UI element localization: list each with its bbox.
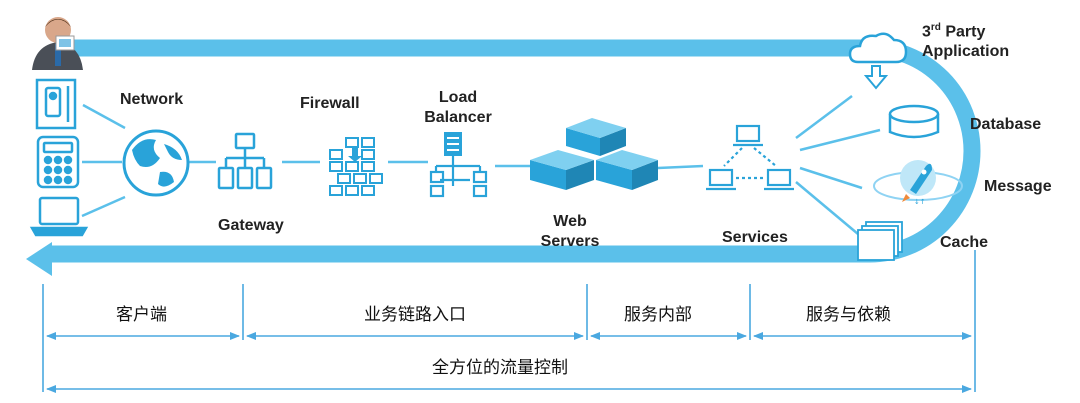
section-business-entry-label: 业务链路入口 (364, 305, 466, 325)
connection-lines (81, 95, 881, 235)
dimension-lines (42, 250, 976, 393)
section-service-internal-label: 服务内部 (624, 305, 692, 325)
cache-label: Cache (940, 234, 989, 251)
calculator-icon (36, 135, 80, 189)
laptop-icon (29, 196, 89, 237)
message-icon: ↓↑ (873, 160, 963, 206)
load-balancer-label: Load Balancer (424, 89, 492, 126)
services-label: Services (722, 229, 788, 246)
message-label: Message (984, 178, 1052, 195)
section-client-label: 客户端 (116, 305, 167, 325)
gateway-label: Gateway (218, 217, 284, 234)
client-devices (29, 78, 89, 237)
globe-icon (122, 129, 190, 197)
section-service-dependency-label: 服务与依赖 (806, 305, 891, 325)
user-icon (32, 17, 83, 70)
services-icon (706, 124, 794, 191)
flow-arrowhead (26, 242, 52, 276)
cache-icon (857, 221, 903, 261)
gateway-icon (217, 132, 273, 190)
svg-text:↓↑: ↓↑ (914, 198, 926, 206)
database-icon (888, 104, 940, 139)
firewall-label: Firewall (300, 95, 360, 112)
network-label: Network (120, 91, 184, 108)
load-balancer-icon (429, 132, 488, 198)
cloud-icon (848, 32, 908, 90)
kiosk-icon (35, 78, 77, 130)
web-servers-icon (530, 118, 658, 190)
third-party-label: 3rd Party Application (922, 22, 1010, 61)
flow-band (26, 39, 981, 276)
database-label: Database (970, 116, 1042, 133)
section-full-scope-label: 全方位的流量控制 (432, 358, 568, 378)
web-servers-label: Web Servers (540, 213, 600, 250)
firewall-icon (329, 137, 383, 196)
